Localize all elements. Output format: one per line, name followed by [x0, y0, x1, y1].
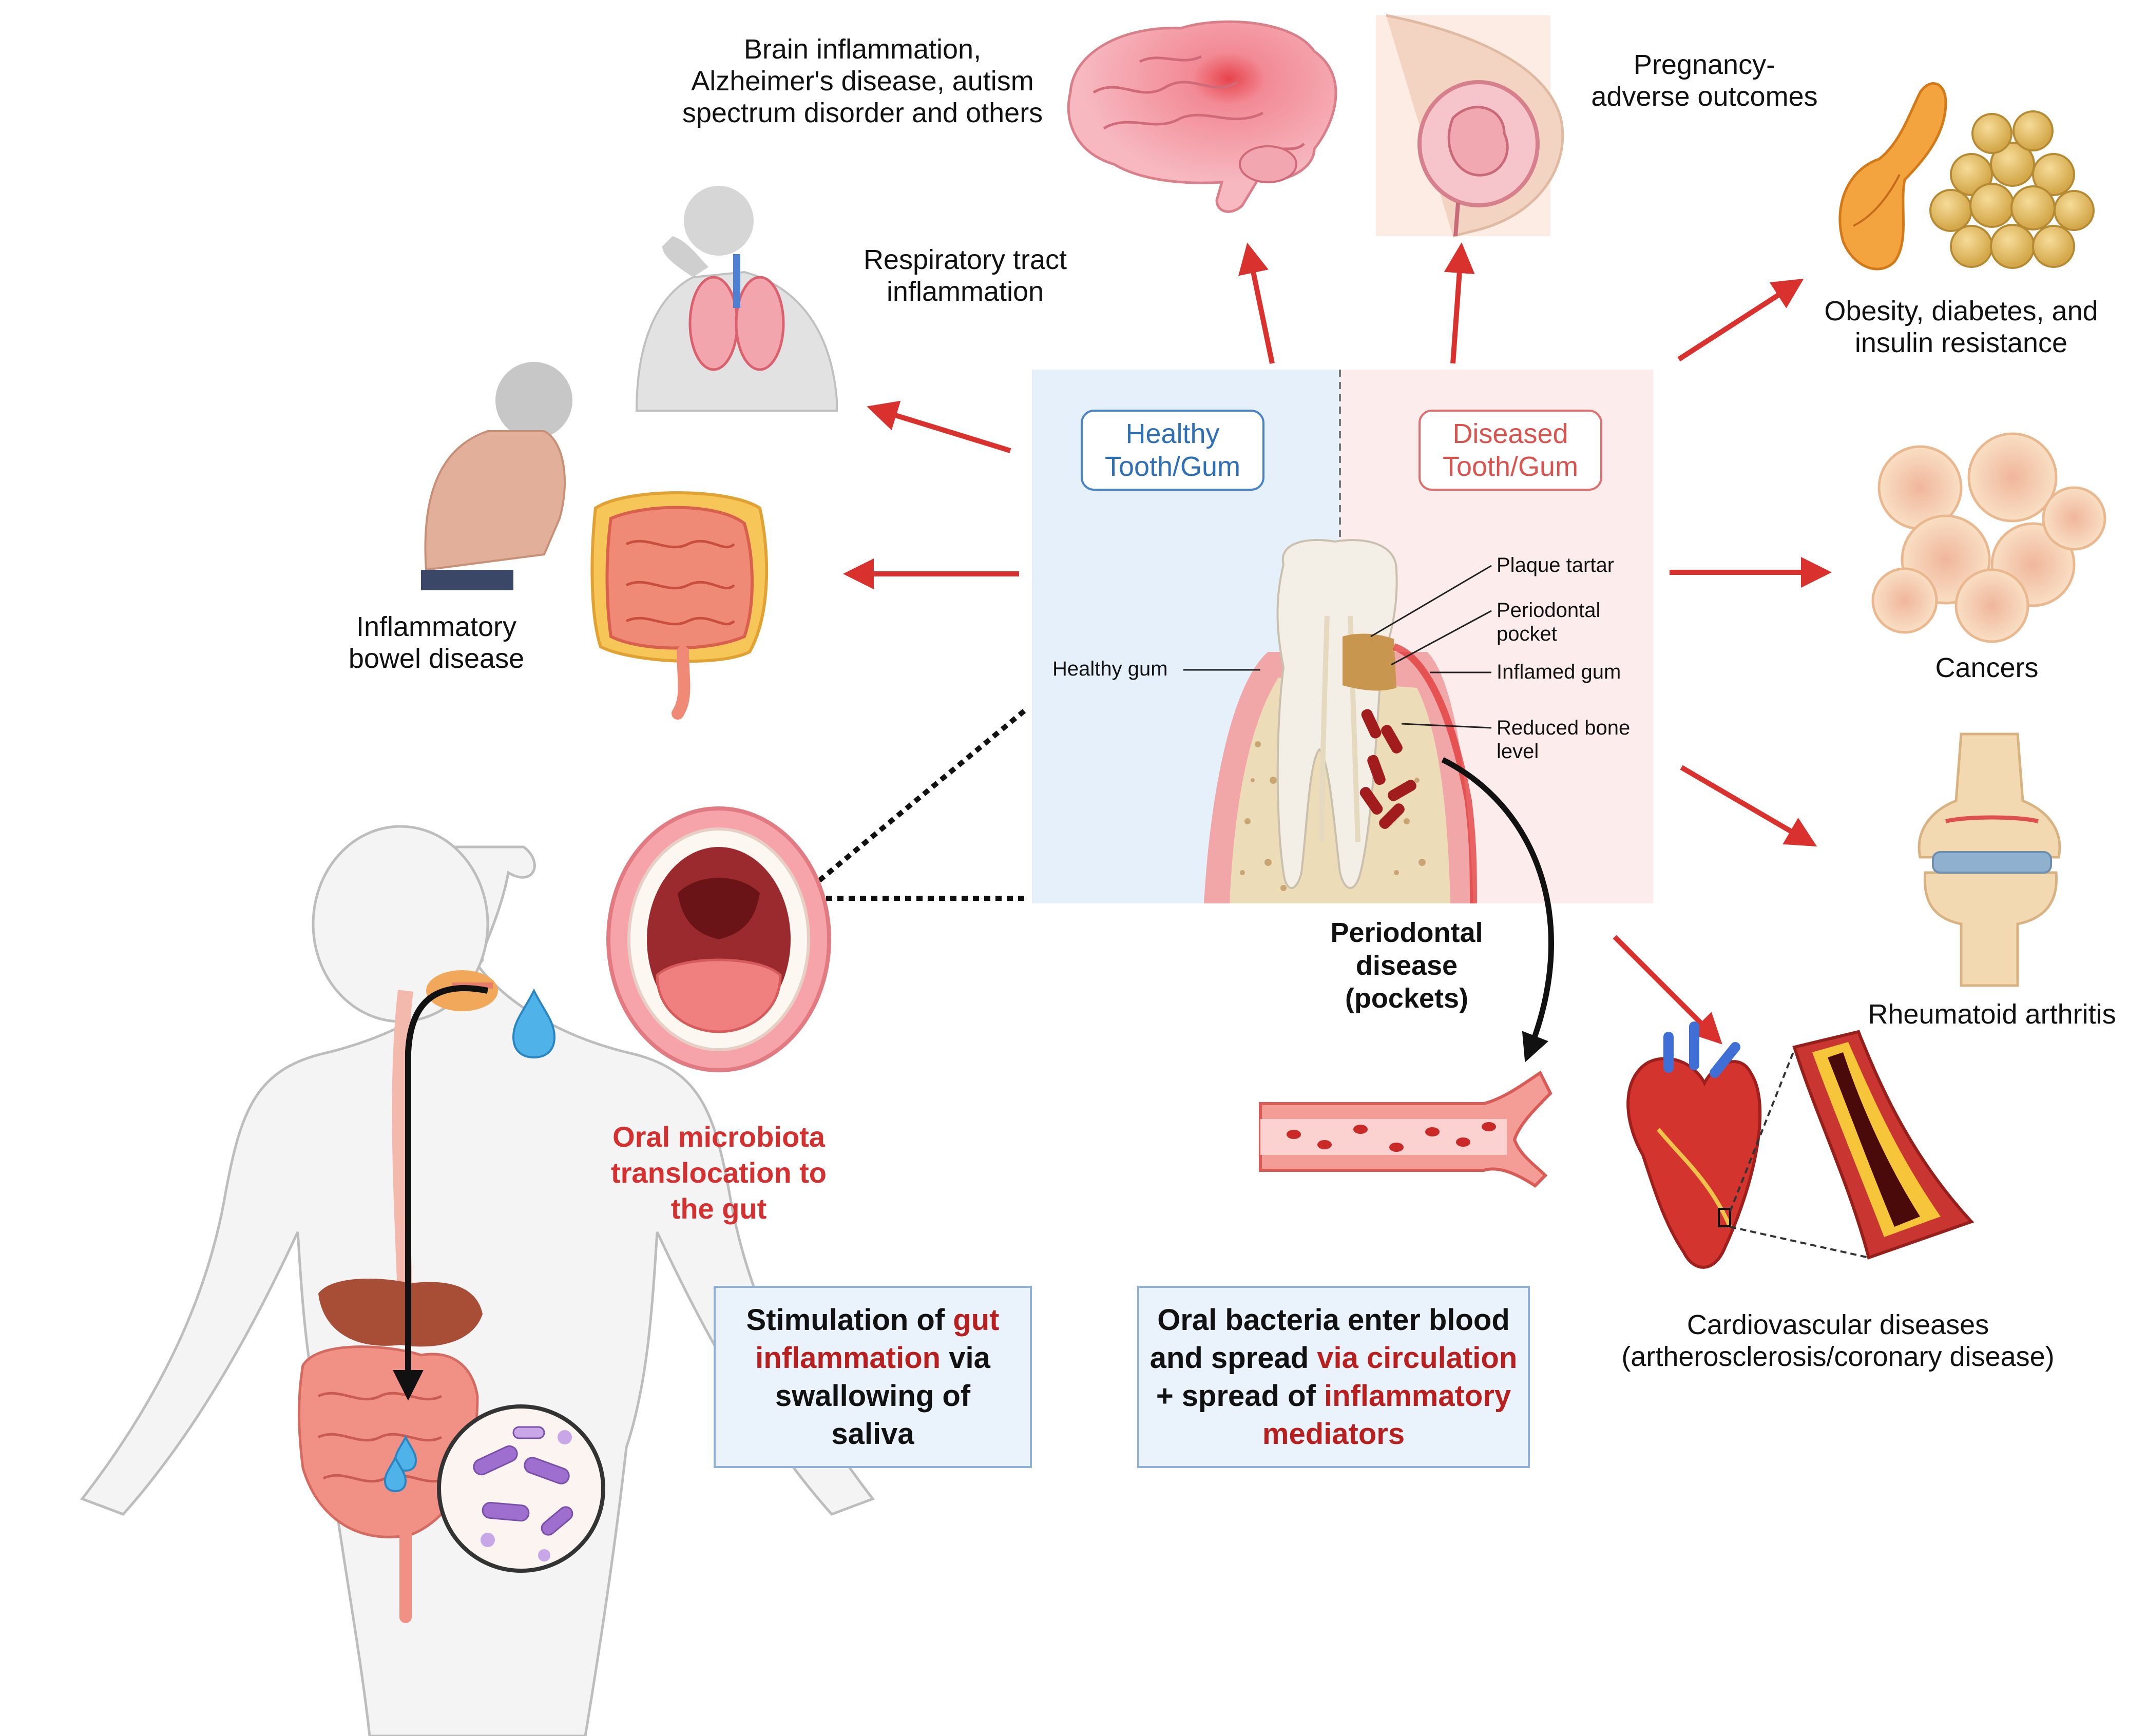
label-plaque: Plaque tartar — [1497, 554, 1615, 576]
blood-box-text-b: and spread — [1149, 1341, 1317, 1375]
gut-box-line4: saliva — [831, 1417, 914, 1451]
open-mouth-icon — [606, 806, 831, 1072]
label-periodontal-line1: Periodontal — [1330, 917, 1483, 948]
label-periodontal-line3: (pockets) — [1345, 983, 1469, 1014]
arrow-brain — [1238, 242, 1275, 364]
blood-box-text-c: via circulation — [1317, 1341, 1518, 1375]
pancreas-icon — [1838, 82, 1947, 271]
blood-vessel-icon — [1259, 1070, 1552, 1188]
bloodstream-arrow — [1441, 757, 1554, 1063]
arrow-arthritis — [1680, 765, 1817, 847]
label-obesity: Obesity, diabetes, and insulin resistanc… — [1797, 295, 2125, 359]
leader-lines — [1183, 565, 1492, 729]
label-cardio: Cardiovascular diseases (artherosclerosi… — [1581, 1309, 2095, 1373]
fat-cells-icon — [1929, 110, 2095, 269]
label-cardio-line1: Cardiovascular diseases — [1686, 1309, 1989, 1340]
diseased-tooth-badge: Diseased Tooth/Gum — [1418, 410, 1602, 491]
healthy-badge-line2: Tooth/Gum — [1104, 451, 1241, 482]
pregnancy-icon — [1376, 14, 1564, 238]
inflamed-gum — [1392, 643, 1477, 904]
label-healthy-gum: Healthy gum — [1052, 658, 1168, 680]
gut-box-line1: Stimulation of gut — [746, 1301, 1000, 1339]
panel-to-mouth-connector — [799, 709, 1026, 901]
label-pregnancy-line1: Pregnancy- — [1633, 49, 1776, 80]
gut-box-text-c: inflammation — [755, 1341, 941, 1375]
disease-arrows — [843, 242, 1832, 1045]
label-pregnancy-line2: adverse outcomes — [1591, 81, 1818, 112]
label-ibd: Inflammatory bowel disease — [303, 611, 570, 674]
arrow-cardio — [1613, 935, 1722, 1045]
diseased-badge-line2: Tooth/Gum — [1442, 451, 1579, 482]
gut-box-text-b: gut — [953, 1303, 1000, 1337]
label-ibd-line1: Inflammatory — [356, 611, 517, 642]
blood-box-line4: mediators — [1262, 1417, 1405, 1451]
gut-box-text-a: Stimulation of — [746, 1303, 953, 1337]
label-inflamed-gum: Inflamed gum — [1497, 661, 1621, 683]
label-oral-line1: Oral microbiota — [612, 1121, 825, 1153]
gut-box-text: Stimulation of gut inflammation via swal… — [746, 1301, 1000, 1453]
healthy-badge-line1: Healthy — [1125, 418, 1220, 449]
saliva-drop-icon — [384, 988, 556, 1493]
blood-box-text-d: + spread of — [1156, 1379, 1324, 1413]
label-pregnancy: Pregnancy- adverse outcomes — [1571, 49, 1838, 112]
blood-box-line1: Oral bacteria enter blood — [1157, 1303, 1510, 1337]
label-cancers: Cancers — [1935, 652, 2039, 683]
gut-box-line3: swallowing of — [775, 1379, 971, 1413]
label-oral-line2: translocation to — [610, 1156, 827, 1189]
label-brain-line2: Alzheimer's disease, autism — [691, 66, 1034, 97]
label-pocket: Periodontal pocket — [1497, 599, 1600, 646]
plaque-tartar — [1343, 633, 1396, 691]
knee-joint-icon — [1918, 732, 2061, 987]
label-periodontal-line2: disease — [1355, 950, 1458, 981]
bacteria-cluster — [1359, 709, 1416, 829]
artery-plaque-icon — [1792, 1030, 1975, 1260]
label-brain-line1: Brain inflammation, — [743, 34, 982, 65]
label-obesity-line2: insulin resistance — [1854, 327, 2068, 358]
label-pocket-line1: Periodontal — [1497, 599, 1601, 622]
person-abdominal-pain-icon — [421, 362, 572, 590]
blood-box-line3: + spread of inflammatory — [1150, 1377, 1518, 1415]
cancer-cells-icon — [1871, 432, 2106, 643]
blood-spread-box: Oral bacteria enter blood and spread via… — [1137, 1286, 1530, 1468]
label-oral-line3: the gut — [670, 1192, 767, 1225]
blood-box-line2: and spread via circulation — [1150, 1339, 1518, 1377]
gut-inflammation-box: Stimulation of gut inflammation via swal… — [714, 1286, 1032, 1468]
label-obesity-line1: Obesity, diabetes, and — [1824, 296, 2098, 326]
label-ibd-line2: bowel disease — [348, 643, 525, 674]
label-bone-line2: level — [1497, 740, 1539, 763]
arrow-pregnancy — [1444, 242, 1475, 364]
diseased-badge-line1: Diseased — [1452, 418, 1568, 449]
intestine-icon — [590, 491, 769, 720]
label-brain-line3: spectrum disorder and others — [682, 98, 1043, 128]
heart-artery-connector — [1729, 1049, 1869, 1259]
label-bone-level: Reduced bone level — [1497, 716, 1630, 763]
label-oral-translocation: Oral microbiota translocation to the gut — [585, 1119, 852, 1227]
label-bone-line1: Reduced bone — [1497, 717, 1631, 739]
bacteria-magnifier-icon — [437, 1404, 605, 1573]
gut-box-text-d: via — [941, 1341, 990, 1375]
healthy-tooth-badge: Healthy Tooth/Gum — [1081, 410, 1264, 491]
blood-box-text-e: inflammatory — [1324, 1379, 1511, 1413]
label-respiratory-line2: inflammation — [886, 276, 1044, 307]
label-pocket-line2: pocket — [1497, 623, 1557, 645]
human-body-icon — [80, 825, 875, 1736]
label-brain: Brain inflammation, Alzheimer's disease,… — [662, 33, 1063, 129]
label-respiratory-line1: Respiratory tract — [863, 244, 1067, 275]
brain-icon — [1067, 20, 1337, 213]
blood-box-text: Oral bacteria enter blood and spread via… — [1150, 1301, 1518, 1453]
heart-icon — [1626, 1021, 1762, 1269]
label-respiratory: Respiratory tract inflammation — [842, 244, 1088, 307]
swallow-arrow — [393, 985, 489, 1401]
label-periodontal: Periodontal disease (pockets) — [1283, 916, 1530, 1015]
label-cardio-line2: (artherosclerosis/coronary disease) — [1621, 1341, 2055, 1372]
coughing-person-icon — [635, 186, 838, 412]
arrow-obesity — [1677, 278, 1804, 362]
gut-box-line2: inflammation via — [746, 1339, 1000, 1377]
arrow-respiratory — [867, 400, 1011, 453]
label-arthritis: Rheumatoid arthritis — [1868, 999, 2116, 1030]
